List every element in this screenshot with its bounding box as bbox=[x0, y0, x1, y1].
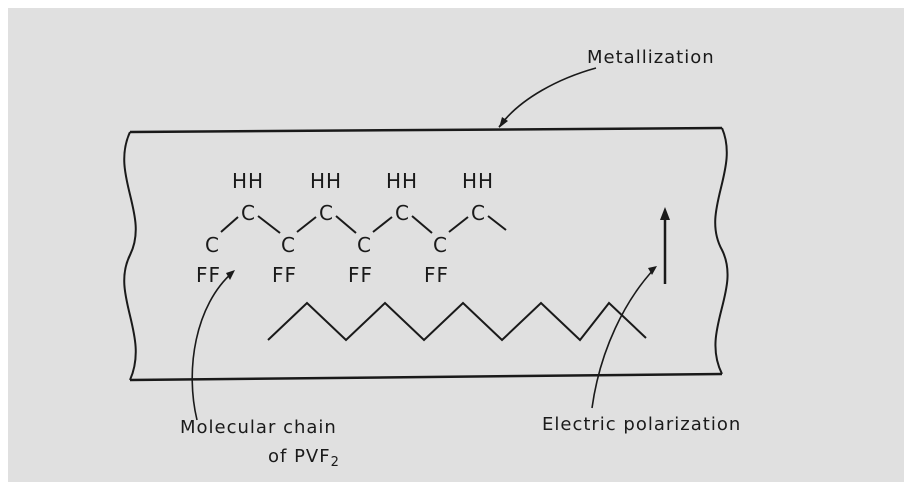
carbon-atom: C bbox=[433, 233, 448, 257]
hh-group-row: HH HH HH HH bbox=[232, 169, 494, 193]
chain-bonds bbox=[220, 215, 507, 234]
ff-group: FF bbox=[424, 263, 449, 287]
hh-group: HH bbox=[386, 169, 418, 193]
right-cut-edge bbox=[714, 127, 729, 375]
electric-polarization-leader bbox=[591, 267, 656, 409]
molecular-chain-subscript: 2 bbox=[331, 455, 340, 470]
top-metallization-line bbox=[129, 126, 723, 134]
bond bbox=[257, 215, 281, 234]
molecular-chain-label-text: of PVF bbox=[268, 446, 331, 467]
molecular-chain-leader bbox=[191, 271, 234, 421]
metallization-label: Metallization bbox=[587, 47, 715, 68]
ff-group-row: FF FF FF FF bbox=[196, 263, 449, 287]
bond bbox=[411, 215, 433, 234]
bond bbox=[335, 215, 357, 234]
left-cut-edge bbox=[123, 131, 137, 381]
carbon-atom: C bbox=[281, 233, 296, 257]
zigzag-backbone bbox=[267, 301, 647, 342]
hh-group: HH bbox=[232, 169, 264, 193]
bond bbox=[487, 215, 507, 231]
hh-group: HH bbox=[310, 169, 342, 193]
bottom-metallization-line bbox=[129, 372, 723, 382]
bond bbox=[448, 216, 469, 233]
up-arrow-icon bbox=[660, 207, 670, 284]
carbon-atom: C bbox=[241, 201, 256, 225]
metallization-leader bbox=[498, 67, 597, 128]
hh-group: HH bbox=[462, 169, 494, 193]
ff-group: FF bbox=[348, 263, 373, 287]
bond bbox=[372, 216, 393, 233]
carbon-atom: C bbox=[357, 233, 372, 257]
upper-carbon-row: C C C C bbox=[241, 201, 486, 225]
molecular-chain-leader-arrowhead bbox=[226, 270, 235, 280]
molecular-chain-label-line2: of PVF2 bbox=[268, 446, 340, 470]
lower-carbon-row: C C C C bbox=[205, 233, 448, 257]
metallization-leader-arrowhead bbox=[499, 117, 508, 128]
electric-polarization-leader-arrowhead bbox=[648, 266, 657, 275]
carbon-atom: C bbox=[471, 201, 486, 225]
carbon-atom: C bbox=[395, 201, 410, 225]
ff-group: FF bbox=[272, 263, 297, 287]
bond bbox=[296, 216, 317, 233]
ff-group: FF bbox=[196, 263, 221, 287]
electric-polarization-label: Electric polarization bbox=[542, 414, 741, 435]
carbon-atom: C bbox=[205, 233, 220, 257]
background-panel bbox=[8, 8, 904, 482]
molecular-chain-label: Molecular chain bbox=[180, 417, 337, 438]
bond bbox=[220, 216, 239, 233]
carbon-atom: C bbox=[319, 201, 334, 225]
